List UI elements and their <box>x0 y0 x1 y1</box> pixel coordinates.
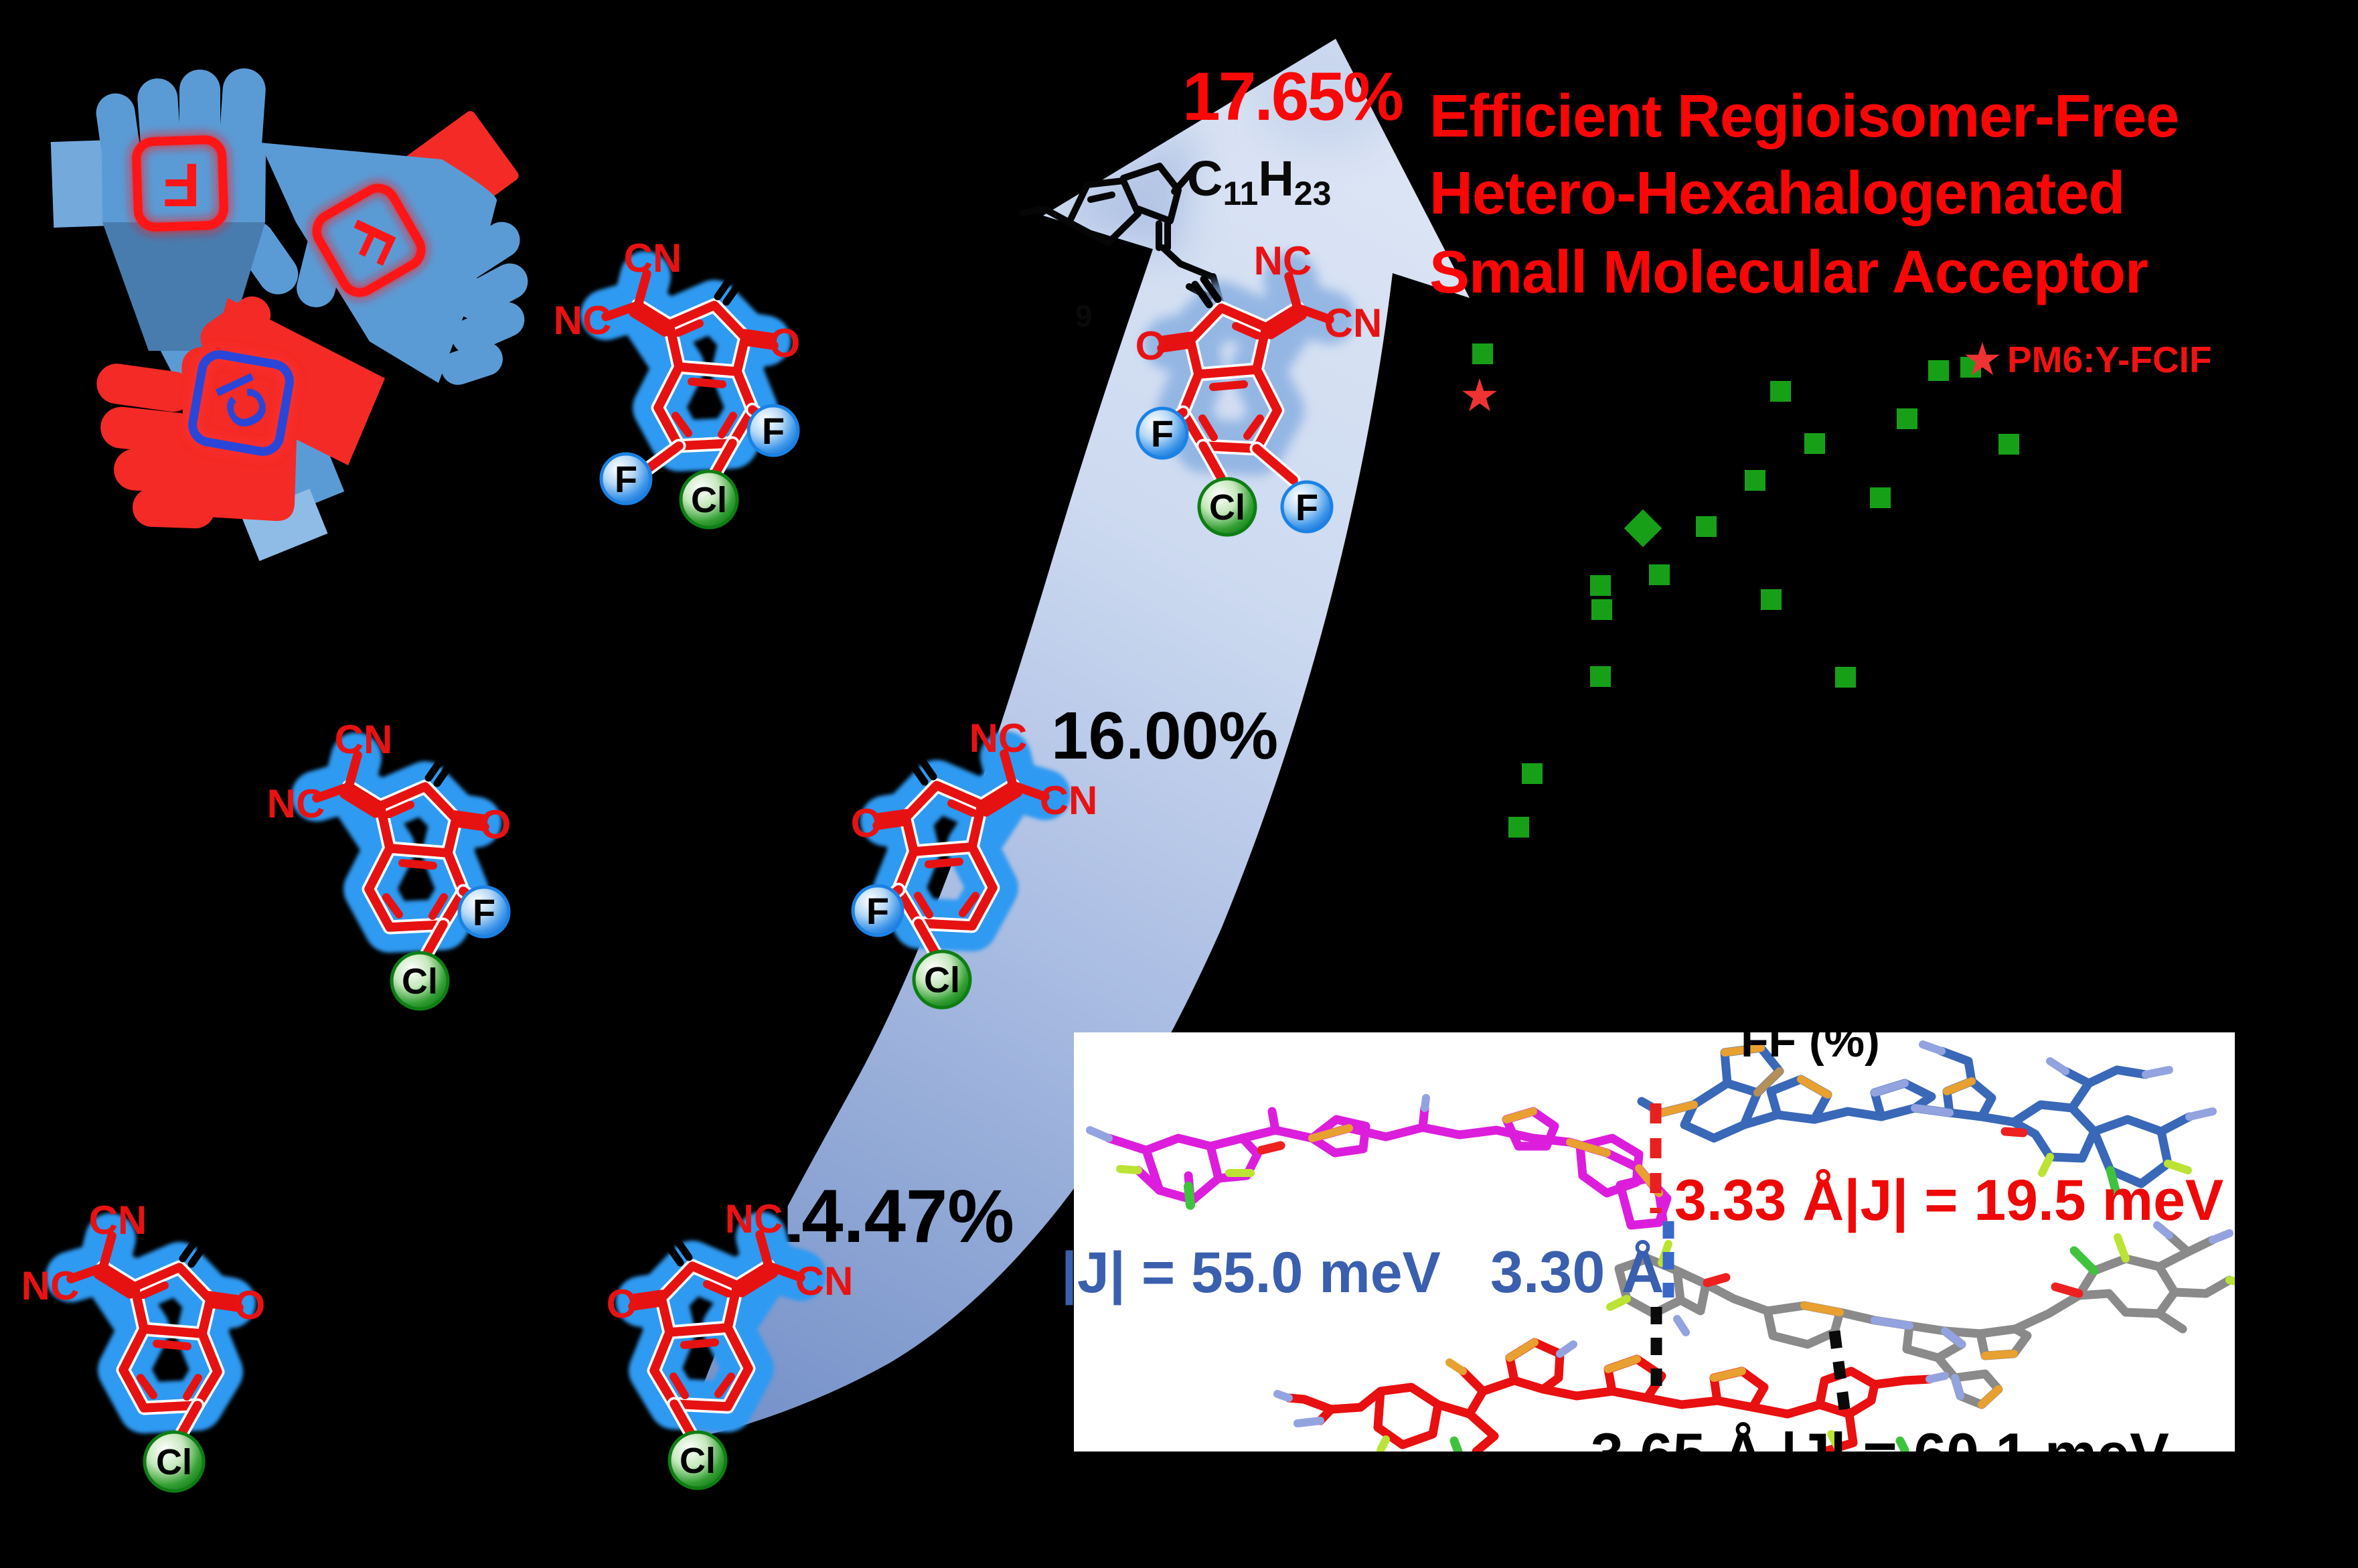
svg-text:Cl: Cl <box>156 1442 192 1482</box>
svg-text:Small Molecular Acceptor: Small Molecular Acceptor <box>1429 239 2148 306</box>
svg-text:NC: NC <box>554 298 612 343</box>
svg-text:CN: CN <box>1040 778 1098 823</box>
svg-text:CN: CN <box>335 717 393 762</box>
svg-text:F: F <box>1151 412 1174 455</box>
svg-text:O: O <box>607 1281 638 1326</box>
svg-text:F: F <box>866 890 889 932</box>
svg-text:O: O <box>769 321 801 366</box>
svg-text:O: O <box>851 801 882 846</box>
svg-text:Cl: Cl <box>691 480 727 520</box>
svg-text:CN: CN <box>1324 301 1383 345</box>
svg-text:Cl: Cl <box>1209 487 1245 528</box>
svg-text:CN: CN <box>795 1259 854 1304</box>
svg-text:NC: NC <box>969 716 1028 761</box>
svg-text:Cl: Cl <box>680 1441 716 1481</box>
svg-text:F: F <box>615 458 637 500</box>
svg-text:CN: CN <box>624 236 682 281</box>
svg-text:O: O <box>234 1283 266 1328</box>
svg-text:17.65%: 17.65% <box>1182 58 1402 135</box>
svg-text:PM6:Y-FCIF: PM6:Y-FCIF <box>2007 339 2212 380</box>
svg-text:Hetero-Hexahalogenated: Hetero-Hexahalogenated <box>1429 160 2124 227</box>
svg-text:3.30 Å: 3.30 Å <box>1490 1239 1664 1305</box>
svg-text:|J| = 55.0 meV: |J| = 55.0 meV <box>1061 1241 1441 1305</box>
svg-text:Efficient Regioisomer-Free: Efficient Regioisomer-Free <box>1429 83 2179 150</box>
svg-text:NC: NC <box>21 1263 80 1308</box>
svg-text:3.33 Å|J| = 19.5 meV: 3.33 Å|J| = 19.5 meV <box>1674 1168 2223 1233</box>
svg-text:Cl: Cl <box>924 960 960 1000</box>
svg-text:NC: NC <box>725 1196 783 1241</box>
svg-text:O: O <box>1135 323 1167 368</box>
svg-text:F: F <box>1295 486 1318 528</box>
svg-text:CN: CN <box>89 1198 147 1243</box>
svg-text:O: O <box>480 802 512 847</box>
svg-text:9: 9 <box>1075 299 1093 333</box>
svg-text:FF (%): FF (%) <box>1741 1016 1880 1067</box>
svg-text:Cl: Cl <box>402 961 438 1002</box>
svg-text:14.47%: 14.47% <box>760 1174 1014 1258</box>
svg-text:NC: NC <box>1254 238 1312 283</box>
svg-text:F: F <box>473 891 495 933</box>
svg-text:NC: NC <box>267 781 325 826</box>
svg-text:3.65 Å |J| = 60.1 meV: 3.65 Å |J| = 60.1 meV <box>1591 1421 2169 1488</box>
svg-text:F: F <box>762 410 785 452</box>
svg-text:16.00%: 16.00% <box>1051 698 1278 773</box>
svg-text:F: F <box>163 151 200 219</box>
